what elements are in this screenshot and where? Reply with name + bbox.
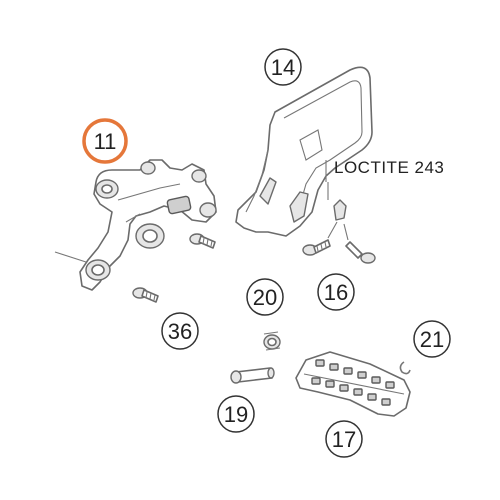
callout-17: 17 xyxy=(325,420,363,458)
callout-36-label: 36 xyxy=(168,319,192,344)
callout-11-label: 11 xyxy=(94,129,117,154)
callout-19-label: 19 xyxy=(224,402,248,427)
part-17-footpeg xyxy=(295,351,411,417)
callout-16-label: 16 xyxy=(324,280,348,305)
bracket-bolt xyxy=(189,233,216,249)
callout-14: 14 xyxy=(264,48,302,86)
callout-21: 21 xyxy=(413,320,451,358)
callout-16: 16 xyxy=(317,273,355,311)
callout-17-label: 17 xyxy=(332,427,356,452)
callout-36: 36 xyxy=(161,312,199,350)
loctite-note: LOCTITE 243 xyxy=(325,158,444,182)
part-19-pin xyxy=(230,367,275,384)
callout-20: 20 xyxy=(246,278,284,316)
callout-19: 19 xyxy=(217,395,255,433)
callout-20-label: 20 xyxy=(253,285,277,310)
callout-11: 11 xyxy=(82,118,128,164)
part-11-footrest-bracket xyxy=(54,159,217,291)
part-16-bolts xyxy=(302,182,376,264)
part-21-clip xyxy=(399,361,411,375)
callout-14-label: 14 xyxy=(271,55,295,80)
part-14-heel-guard xyxy=(235,66,373,237)
part-36-bolt xyxy=(132,287,159,303)
loctite-label: LOCTITE 243 xyxy=(334,158,444,177)
part-20-spring xyxy=(263,331,281,351)
callout-21-label: 21 xyxy=(420,327,444,352)
